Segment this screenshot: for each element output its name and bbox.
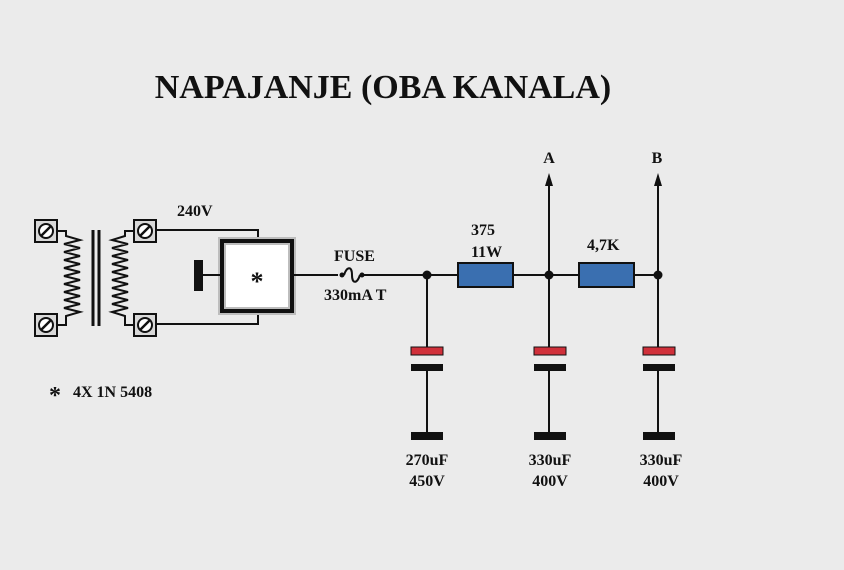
output-a-label: A [543, 150, 555, 167]
transformer-voltage-label: 240V [177, 203, 213, 220]
transformer [34, 219, 157, 337]
primary-terminal-top [34, 219, 58, 243]
secondary-winding [108, 230, 133, 326]
resistor2-value: 4,7K [587, 237, 620, 254]
fuse-rating: 330mA T [324, 287, 387, 304]
rectifier-negative-terminal [194, 260, 203, 291]
capacitor-3-positive-plate [642, 346, 676, 356]
resistor1-value: 375 [471, 222, 495, 239]
capacitor-1 [410, 275, 444, 440]
capacitor-2-capacitance: 330uF [529, 452, 572, 469]
capacitor-2-negative-plate [534, 364, 566, 371]
capacitor-3-ground [643, 432, 675, 440]
capacitor-2 [533, 275, 567, 440]
capacitor-1-capacitance: 270uF [406, 452, 449, 469]
capacitor-1-positive-plate [410, 346, 444, 356]
capacitor-3-voltage: 400V [643, 473, 679, 490]
output-b-arrow [654, 173, 662, 186]
footnote-asterisk: * [49, 383, 61, 409]
capacitor-2-positive-plate [533, 346, 567, 356]
capacitor-1-voltage: 450V [409, 473, 445, 490]
fuse-label: FUSE [334, 248, 375, 265]
page-title: NAPAJANJE (OBA KANALA) [155, 69, 611, 106]
capacitor-3 [642, 275, 676, 440]
secondary-terminal-bottom [133, 313, 157, 337]
capacitor-1-ground [411, 432, 443, 440]
output-b-label: B [652, 150, 663, 167]
capacitor-2-voltage: 400V [532, 473, 568, 490]
footnote-diodes: 4X 1N 5408 [73, 384, 152, 401]
capacitor-3-negative-plate [643, 364, 675, 371]
secondary-terminal-top [133, 219, 157, 243]
rectifier-asterisk: * [251, 267, 264, 296]
resistor1-power: 11W [471, 244, 502, 261]
capacitor-1-negative-plate [411, 364, 443, 371]
capacitor-3-capacitance: 330uF [640, 452, 683, 469]
output-a-arrow [545, 173, 553, 186]
primary-winding [58, 230, 84, 326]
capacitor-2-ground [534, 432, 566, 440]
fuse-symbol [339, 267, 365, 283]
resistor-4k7 [578, 262, 635, 288]
resistor-375 [457, 262, 514, 288]
primary-terminal-bottom [34, 313, 58, 337]
bridge-rectifier: * [194, 237, 296, 315]
